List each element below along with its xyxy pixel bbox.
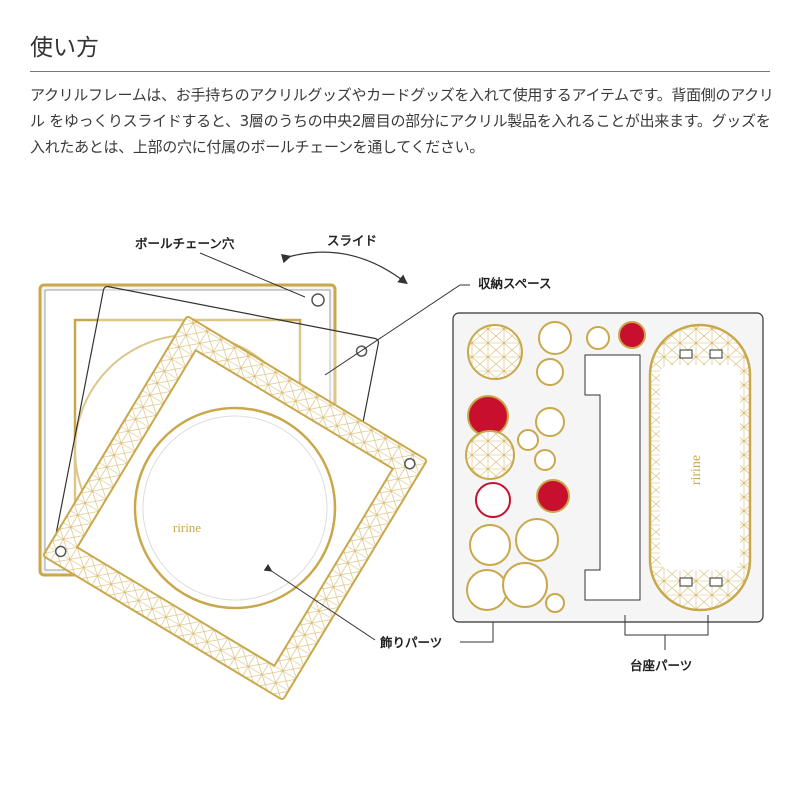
page-title: 使い方 [30,35,99,61]
ball-chain-leader [199,252,306,298]
ririne-logo: ririne [173,520,201,535]
stand-part [584,354,641,601]
ball-chain-hole-icon [311,293,325,307]
decoration-parts [465,321,646,613]
label-slide: スライド [327,233,377,248]
label-ball-chain-hole: ボールチェーン穴 [135,236,235,251]
description-text: アクリルフレームは、お手持ちのアクリルグッズやカードグッズを入れて使用するアイテ… [30,86,774,156]
front-frame [43,316,427,700]
parts-sheet: ririne [452,312,764,623]
storage-leader [324,284,470,376]
label-decoration-parts: 飾りパーツ [380,635,442,650]
label-base-parts: 台座パーツ [630,658,692,673]
slide-arrow-icon [280,251,408,285]
svg-text:ririne: ririne [689,455,704,485]
decoration-leader [263,563,376,641]
label-storage-space: 収納スペース [478,276,552,291]
title-divider [30,71,770,72]
